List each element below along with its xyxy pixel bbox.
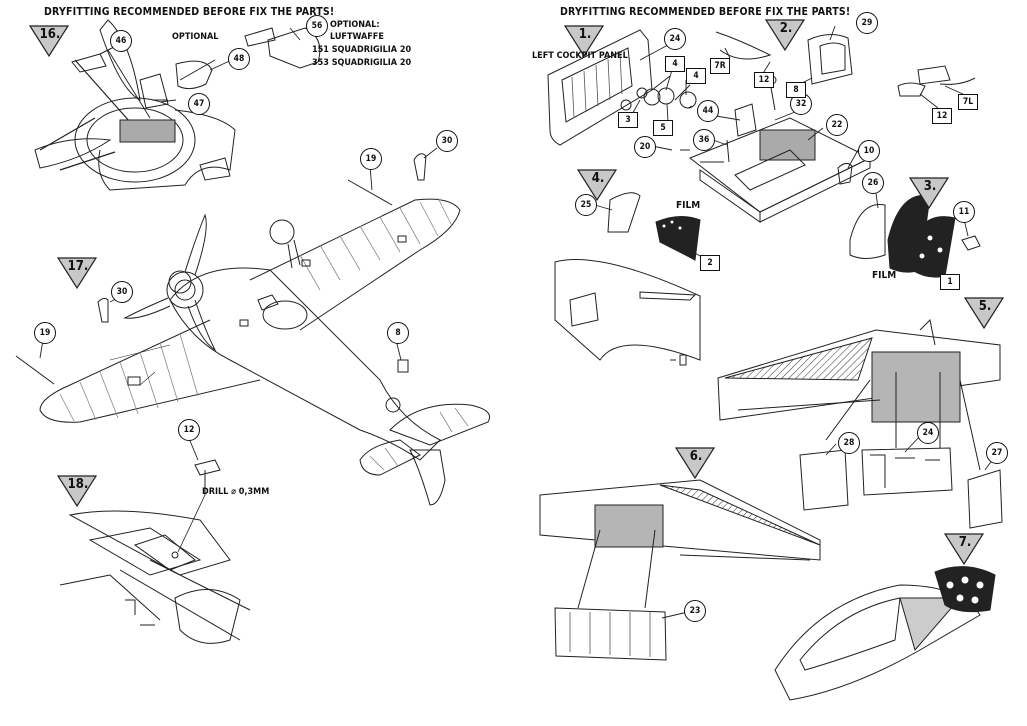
part-36-callout: 36 xyxy=(693,129,715,151)
part-11-callout: 11 xyxy=(953,201,975,223)
part-48-callout: 48 xyxy=(228,48,250,70)
note-left-cockpit-panel: LEFT COCKPIT PANEL xyxy=(532,51,628,61)
step-1-badge: 1. xyxy=(578,27,592,42)
step-2-badge: 2. xyxy=(779,21,793,36)
step7-canopy-drawing xyxy=(774,566,996,701)
step16-engine-drawing xyxy=(34,19,321,191)
dryfit-warning-right: DRYFITTING RECOMMENDED BEFORE FIX THE PA… xyxy=(560,6,851,18)
step-18-badge: 18. xyxy=(67,477,89,492)
note-luftwaffe: LUFTWAFFE xyxy=(330,32,384,42)
part-4-tag-b: 4 xyxy=(686,68,706,84)
part-47-callout: 47 xyxy=(188,93,210,115)
part-7L-tag: 7L xyxy=(958,94,978,110)
step-3-badge: 3. xyxy=(923,179,937,194)
part-7R-tag: 7R xyxy=(710,58,730,74)
part-27-callout: 27 xyxy=(986,442,1008,464)
step-16-badge: 16. xyxy=(39,27,61,42)
part-26-callout: 26 xyxy=(862,172,884,194)
note-optional: OPTIONAL xyxy=(172,32,219,42)
part-29-callout: 29 xyxy=(856,12,878,34)
part-20-callout: 20 xyxy=(634,136,656,158)
step4-side-drawing xyxy=(554,192,701,366)
step-4-badge: 4. xyxy=(591,171,605,186)
step6-fuselage-drawing xyxy=(539,479,821,661)
dryfit-warning-left: DRYFITTING RECOMMENDED BEFORE FIX THE PA… xyxy=(44,6,335,18)
part-22-callout: 22 xyxy=(826,114,848,136)
part-19-callout-b: 19 xyxy=(34,322,56,344)
part-23-callout: 23 xyxy=(684,600,706,622)
film-label-step4: FILM xyxy=(676,200,701,211)
step18-drill-drawing xyxy=(59,459,251,644)
part-30-callout-a: 30 xyxy=(436,130,458,152)
part-44-callout: 44 xyxy=(697,100,719,122)
part-5-tag: 5 xyxy=(653,120,673,136)
part-25-callout: 25 xyxy=(575,194,597,216)
step-17-badge: 17. xyxy=(67,259,89,274)
part-4-tag-a: 4 xyxy=(665,56,685,72)
step-6-badge: 6. xyxy=(689,449,703,464)
note-squadriglia-353: 353 SQUADRIGILIA 20 xyxy=(312,58,412,68)
part-12-tag-a: 12 xyxy=(754,72,774,88)
part-2-tag: 2 xyxy=(700,255,720,271)
step5-fuselage-drawing xyxy=(717,318,1003,529)
note-drill: DRILL ⌀ 0,3MM xyxy=(202,487,270,497)
step-5-badge: 5. xyxy=(978,299,992,314)
part-46-callout: 46 xyxy=(110,30,132,52)
part-19-callout-a: 19 xyxy=(360,148,382,170)
step1-left-panel-drawing xyxy=(547,29,653,146)
part-1-tag: 1 xyxy=(940,274,960,290)
part-30-callout-b: 30 xyxy=(111,281,133,303)
part-10-callout: 10 xyxy=(858,140,880,162)
part-8-callout: 8 xyxy=(387,322,409,344)
part-24-callout-b: 24 xyxy=(917,422,939,444)
step-badges xyxy=(28,19,1005,566)
part-12-tag-b: 12 xyxy=(932,108,952,124)
step17-aircraft-drawing xyxy=(15,153,490,506)
part-12-callout: 12 xyxy=(178,419,200,441)
film-label-step3: FILM xyxy=(872,270,897,281)
part-3-tag: 3 xyxy=(618,112,638,128)
note-squadriglia-151: 151 SQUADRIGILIA 20 xyxy=(312,45,412,55)
step3-film-drawing xyxy=(849,194,981,278)
step-7-badge: 7. xyxy=(958,535,972,550)
part-28-callout: 28 xyxy=(838,432,860,454)
part-24-callout-a: 24 xyxy=(664,28,686,50)
part-56-callout: 56 xyxy=(306,15,328,37)
part-8-tag: 8 xyxy=(786,82,806,98)
note-optional-luftwaffe: OPTIONAL: xyxy=(330,20,380,30)
